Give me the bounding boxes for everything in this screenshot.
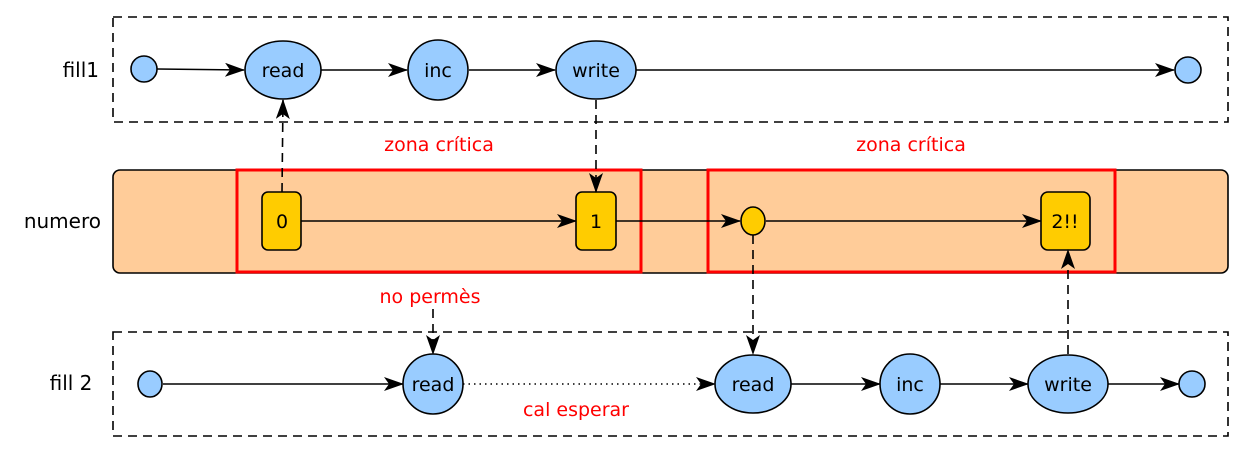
critical-zone-label-1: zona crítica — [384, 134, 494, 156]
fill1-start-node — [130, 55, 158, 83]
fill1-lane-label: fill1 — [63, 58, 99, 82]
numero-lane-label: numero — [24, 209, 101, 233]
fill2-read-node: read — [714, 354, 792, 414]
fill2-write-node: write — [1027, 354, 1109, 414]
fill1-inc-node: inc — [407, 39, 469, 101]
fill1-read-node: read — [244, 40, 322, 100]
fill1-inc-label: inc — [424, 60, 452, 82]
fill2-inc-label: inc — [896, 374, 924, 396]
fill1-end-node — [1174, 56, 1202, 84]
value-node-1: 1 — [575, 191, 617, 251]
value-0-label: 0 — [276, 211, 288, 233]
fill2-lane-label: fill 2 — [50, 371, 93, 395]
edge-fill1-start-read — [156, 62, 245, 77]
must-wait-label: cal esperar — [523, 399, 629, 421]
fill1-write-label: write — [572, 60, 620, 82]
fill2-read-label: read — [732, 374, 775, 396]
fill1-read-label: read — [262, 60, 305, 82]
fill2-read-blocked-node: read — [402, 353, 464, 415]
value-2-label: 2!! — [1051, 211, 1078, 233]
value-node-2: 2!! — [1040, 191, 1091, 251]
fill2-start-node — [137, 370, 163, 398]
fill2-write-label: write — [1044, 374, 1092, 396]
fill2-read-blocked-label: read — [412, 374, 455, 396]
not-allowed-label: no permès — [379, 286, 480, 308]
fill2-lane-box — [112, 331, 1229, 437]
value-node-0: 0 — [261, 191, 302, 251]
value-node-intermediate — [740, 206, 766, 236]
fill2-inc-node: inc — [879, 353, 941, 415]
fill1-lane-box — [112, 16, 1229, 123]
edge-read-from-0 — [275, 99, 290, 193]
critical-zone-label-2: zona crítica — [856, 134, 966, 156]
fill1-write-node: write — [555, 40, 637, 100]
value-1-label: 1 — [590, 211, 602, 233]
fill2-end-node — [1178, 370, 1206, 398]
